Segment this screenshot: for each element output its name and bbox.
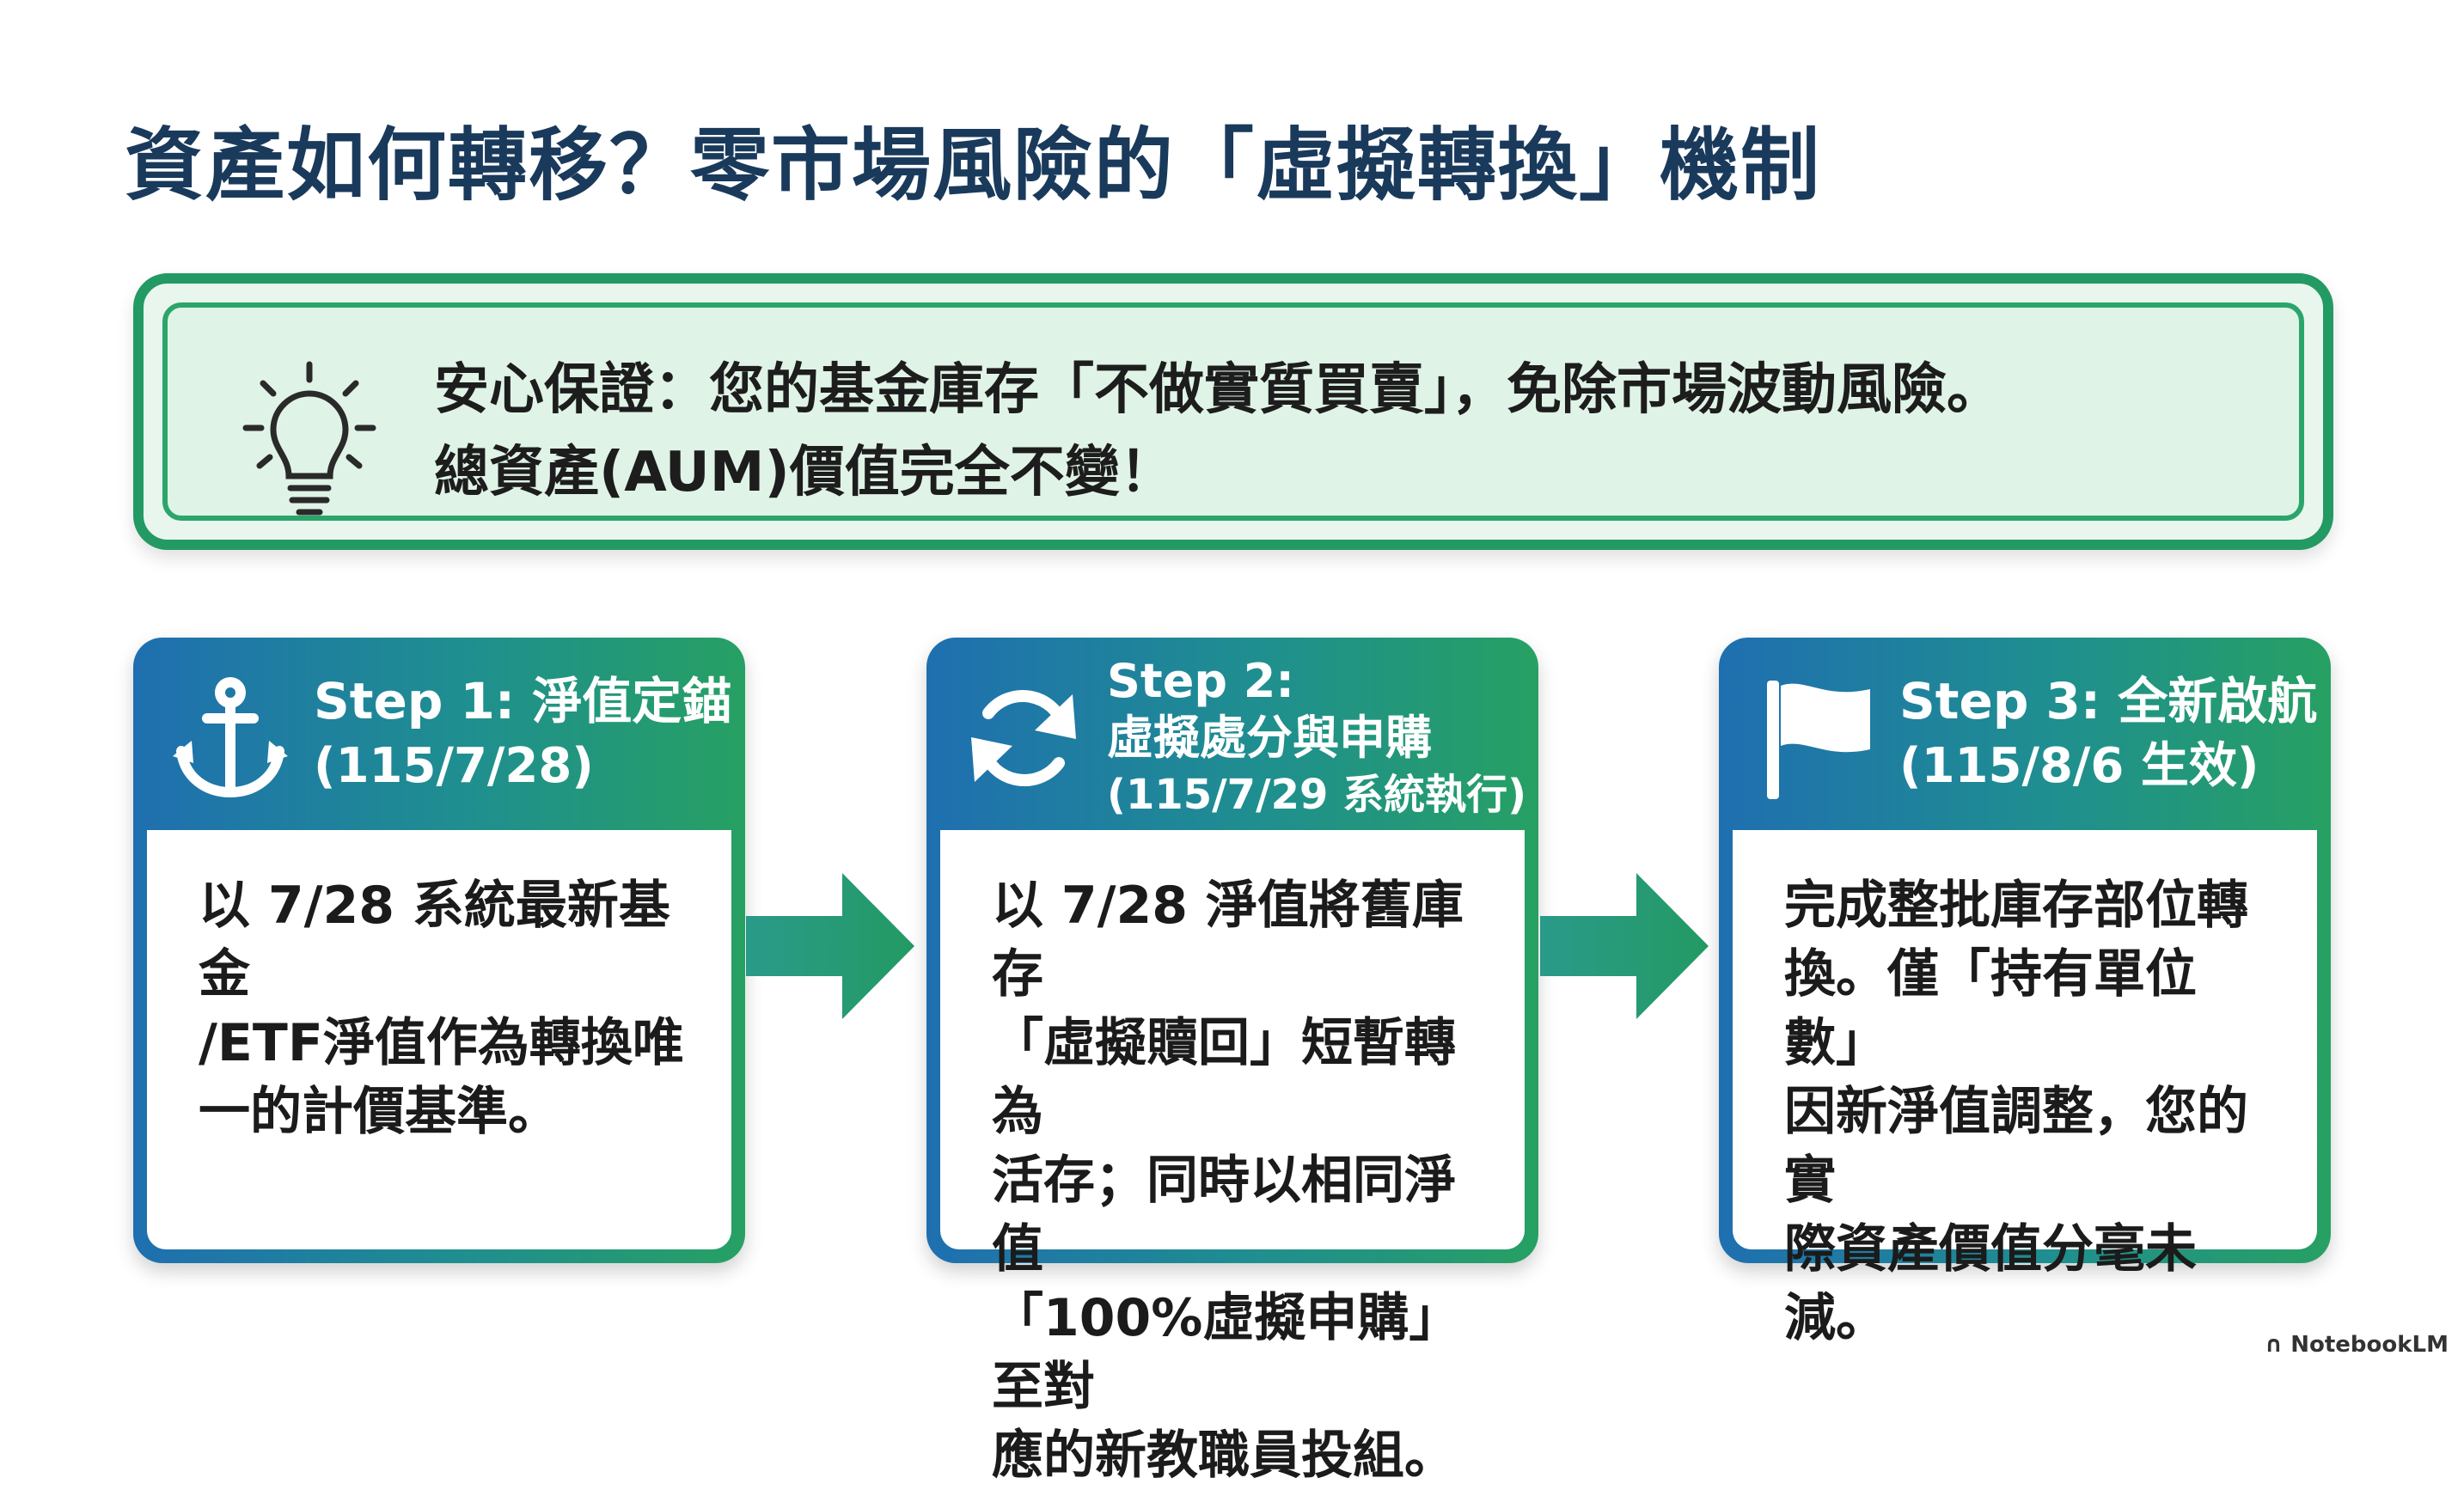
step-1-header: Step 1: 淨值定錨 (115/7/28) bbox=[133, 638, 745, 830]
step-1-title: Step 1: 淨值定錨 (115/7/28) bbox=[314, 669, 732, 799]
step-1-card: Step 1: 淨值定錨 (115/7/28) 以 7/28 系統最新基金 /E… bbox=[133, 638, 745, 1263]
lightbulb-icon bbox=[242, 361, 376, 516]
step-2-title: Step 2: 虛擬處分與申購 (115/7/29 系統執行) bbox=[1107, 653, 1527, 823]
anchor-icon bbox=[173, 677, 288, 797]
notebooklm-logo-icon: ∩ bbox=[2265, 1332, 2284, 1358]
step-1-title-text: Step 1: 淨值定錨 bbox=[314, 672, 732, 730]
step-2-date: (115/7/29 系統執行) bbox=[1107, 771, 1527, 819]
step-2-title-line-2: 虛擬處分與申購 bbox=[1107, 711, 1432, 765]
brand-watermark: ∩ NotebookLM bbox=[2265, 1332, 2449, 1358]
arrow-right-icon bbox=[1540, 873, 1709, 1019]
refresh-icon bbox=[971, 690, 1076, 786]
assurance-line-2: 總資產(AUM)價值完全不變！ bbox=[434, 441, 1175, 504]
step-2-body: 以 7/28 淨值將舊庫存 「虛擬贖回」短暫轉為 活存；同時以相同淨值 「100… bbox=[940, 830, 1525, 1486]
arrow-right-icon bbox=[746, 873, 914, 1019]
assurance-banner-inner: 安心保證：您的基金庫存「不做實質買賣」，免除市場波動風險。 總資產(AUM)價值… bbox=[162, 302, 2304, 521]
step-2-title-line-1: Step 2: bbox=[1107, 654, 1294, 708]
step-2-header: Step 2: 虛擬處分與申購 (115/7/29 系統執行) bbox=[926, 638, 1538, 830]
step-1-body: 以 7/28 系統最新基金 /ETF淨值作為轉換唯 一的計價基準。 bbox=[147, 830, 731, 1249]
step-3-body: 完成整批庫存部位轉 換。僅「持有單位數」 因新淨值調整，您的實 際資產價值分毫未… bbox=[1733, 830, 2317, 1348]
step-3-title-text: Step 3: 全新啟航 bbox=[1899, 672, 2318, 730]
step-3-header: Step 3: 全新啟航 (115/8/6 生效) bbox=[1719, 638, 2331, 830]
assurance-banner: 安心保證：您的基金庫存「不做實質買賣」，免除市場波動風險。 總資產(AUM)價值… bbox=[133, 273, 2333, 550]
page-title: 資產如何轉移？零市場風險的「虛擬轉換」機制 bbox=[125, 119, 1822, 211]
step-3-title: Step 3: 全新啟航 (115/8/6 生效) bbox=[1899, 669, 2318, 799]
footer-brand-text: NotebookLM bbox=[2290, 1332, 2449, 1358]
step-2-card: Step 2: 虛擬處分與申購 (115/7/29 系統執行) 以 7/28 淨… bbox=[926, 638, 1538, 1486]
flag-icon bbox=[1767, 681, 1870, 799]
step-1-date: (115/7/28) bbox=[314, 738, 594, 794]
step-3-card: Step 3: 全新啟航 (115/8/6 生效) 完成整批庫存部位轉 換。僅「… bbox=[1719, 638, 2331, 1348]
assurance-line-1: 安心保證：您的基金庫存「不做實質買賣」，免除市場波動風險。 bbox=[434, 358, 2002, 422]
assurance-text: 安心保證：您的基金庫存「不做實質買賣」，免除市場波動風險。 總資產(AUM)價值… bbox=[434, 349, 2002, 514]
step-3-date: (115/8/6 生效) bbox=[1899, 738, 2259, 794]
